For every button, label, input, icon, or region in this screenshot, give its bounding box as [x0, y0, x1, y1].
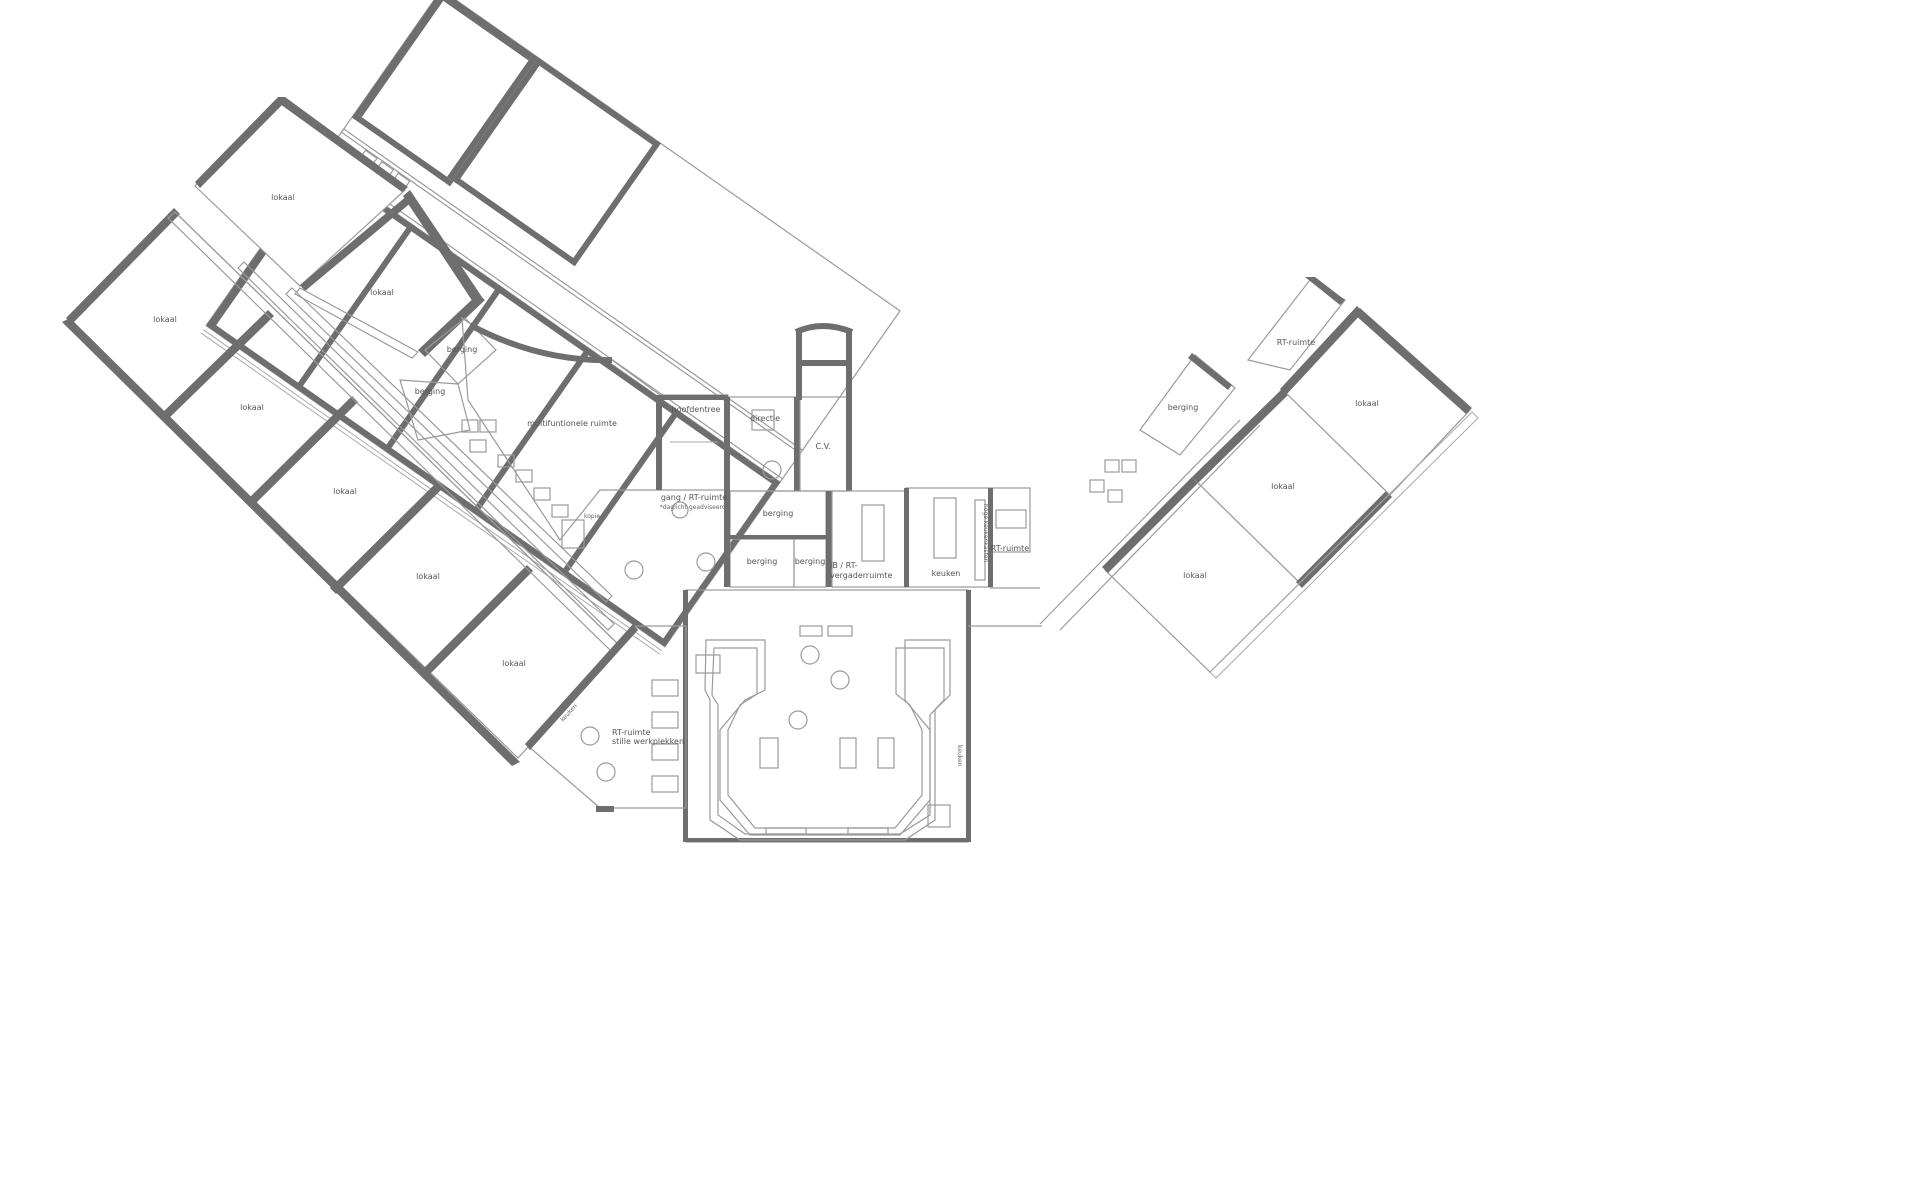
label-lokaal-w2: lokaal	[240, 403, 264, 412]
label-cv: C.V.	[815, 442, 830, 451]
label-berging-3: berging	[763, 509, 794, 518]
label-berging-6: berging	[1168, 403, 1199, 412]
label-lokaal-w1: lokaal	[153, 315, 177, 324]
label-multifunctional: multifuntionele ruimte	[527, 419, 617, 428]
west-wing	[62, 208, 621, 766]
label-lokaal-e1: lokaal	[1355, 399, 1379, 408]
label-lokaal-nw1: lokaal	[271, 193, 295, 202]
label-lokaal-w3: lokaal	[333, 487, 357, 496]
label-berging-5: berging	[795, 557, 826, 566]
label-berging-2: berging	[415, 387, 446, 396]
label-rt-stil-line1: RT-ruimte	[612, 728, 651, 737]
label-lokaal-w5: lokaal	[502, 659, 526, 668]
east-wing	[1039, 277, 1479, 679]
label-keuken: keuken	[932, 569, 961, 578]
label-gang-note: *daglicht geadviseerd!	[660, 504, 728, 511]
label-ib-line1: IB / RT-	[830, 561, 858, 570]
label-rt-stil-line2: stille werkplekken	[612, 737, 684, 746]
label-gang: gang / RT-ruimte	[661, 493, 727, 502]
label-hoge-keukenkasten: hoge keukenkasten	[982, 504, 989, 563]
label-lokaal-w4: lokaal	[416, 572, 440, 581]
label-ib-line2: vergaderruimte	[830, 571, 892, 580]
label-lokaal-e3: lokaal	[1183, 571, 1207, 580]
label-rt-ruimte-east: RT-ruimte	[1277, 338, 1316, 347]
nw-upper-block	[194, 97, 485, 359]
label-kopie: kopie	[584, 513, 600, 520]
label-berging-1: berging	[447, 345, 478, 354]
room-lokaal-nw-wall	[436, 0, 534, 61]
label-hoofdentree: hoofdentree	[672, 405, 721, 414]
nw-wing	[200, 0, 901, 655]
label-directie: directie	[750, 414, 780, 423]
label-lokaal-nw2: lokaal	[370, 288, 394, 297]
label-lokaal-e2: lokaal	[1271, 482, 1295, 491]
center-block	[399, 316, 1042, 843]
label-berging-4: berging	[747, 557, 778, 566]
label-keuken-se: keuken	[956, 745, 963, 767]
label-rt-ruimte-center: RT-ruimte	[991, 544, 1030, 553]
